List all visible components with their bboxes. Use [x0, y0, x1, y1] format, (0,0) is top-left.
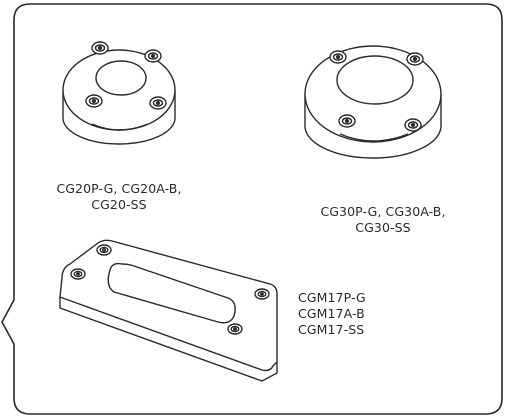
screw-icon — [96, 244, 112, 256]
screw-icon — [329, 50, 347, 64]
cgm17-mount-drawing — [59, 239, 278, 382]
screw-icon — [85, 94, 103, 108]
screw-icon — [338, 114, 356, 128]
screw-icon — [404, 118, 422, 132]
screw-icon — [254, 288, 270, 300]
cgm17-caption-line: CGM17A-B — [298, 306, 365, 321]
cg20-caption-line: CG20-SS — [91, 197, 147, 212]
cgm17-caption-line: CGM17P-G — [298, 290, 366, 305]
cg20-mount-drawing — [62, 41, 176, 145]
cg30-caption-line: CG30-SS — [355, 220, 411, 235]
cg20-caption-line: CG20P-G, CG20A-B, — [56, 181, 182, 196]
screw-icon — [70, 268, 86, 280]
cg30-mount-drawing — [304, 45, 442, 159]
screw-icon — [91, 41, 109, 55]
cgm17-caption: CGM17P-G CGM17A-B CGM17-SS — [298, 290, 408, 338]
screw-icon — [144, 49, 162, 63]
cg20-caption: CG20P-G, CG20A-B, CG20-SS — [38, 181, 200, 213]
cg30-caption: CG30P-G, CG30A-B, CG30-SS — [302, 204, 464, 236]
cgm17-caption-line: CGM17-SS — [298, 322, 365, 337]
cg30-caption-line: CG30P-G, CG30A-B, — [320, 204, 446, 219]
screw-icon — [149, 96, 167, 110]
screw-icon — [406, 52, 424, 66]
screw-icon — [227, 323, 243, 335]
